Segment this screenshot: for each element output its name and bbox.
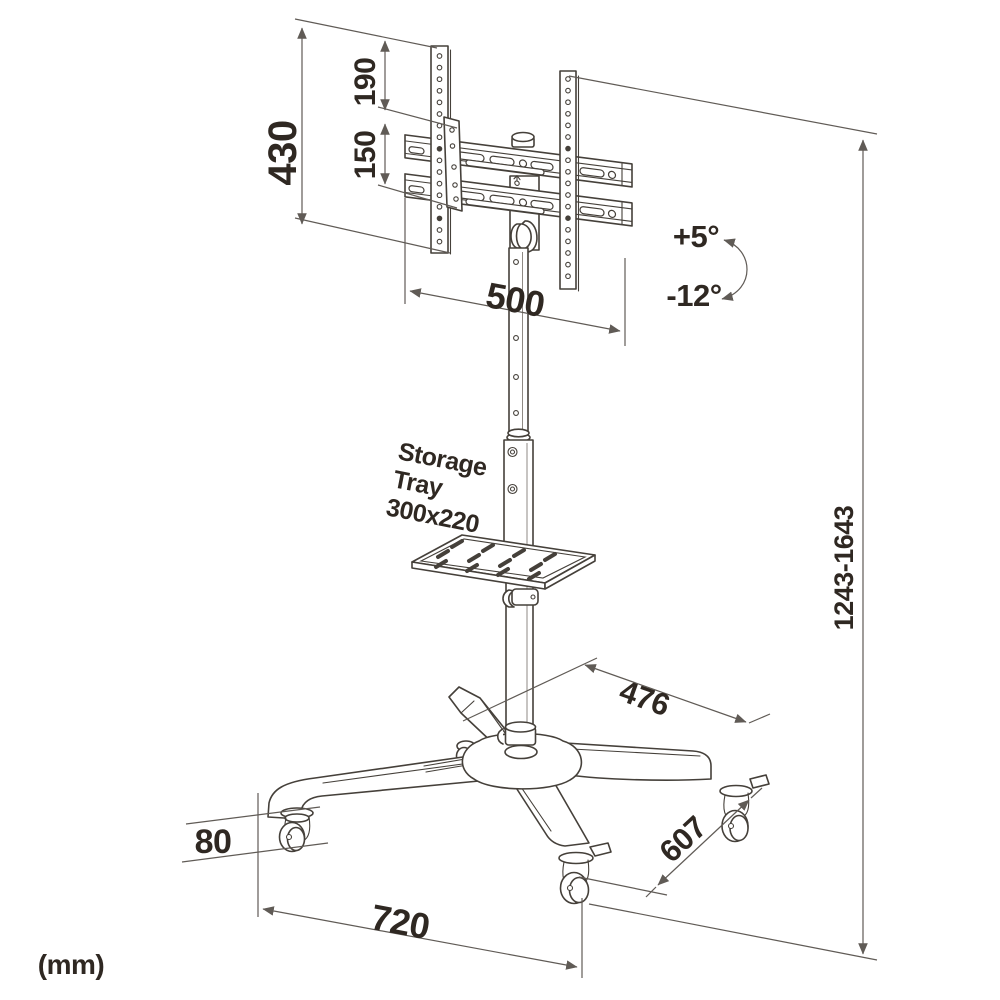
label-tilt-down: -12°: [666, 278, 721, 313]
ext-line: [294, 217, 451, 254]
base-hub: [461, 732, 583, 790]
tilt-arc: [721, 238, 748, 301]
leader-line: [181, 842, 329, 863]
leg-front: [512, 776, 590, 847]
caster-right: [719, 774, 770, 843]
ext-line: [377, 184, 458, 209]
hub-collar: [496, 721, 537, 746]
tilt-hinge-plate: [443, 116, 463, 212]
dim-line-476: [584, 664, 747, 723]
dim-line-607: [657, 799, 750, 886]
ext-line: [294, 18, 438, 49]
label-top-offset: 190: [349, 58, 382, 107]
dim-line-500: [409, 288, 621, 334]
label-bracket-width: 500: [483, 274, 548, 325]
ext-line: [462, 657, 598, 722]
label-base-width: 720: [368, 896, 433, 947]
caster-front: [558, 842, 612, 905]
ext-line: [578, 876, 668, 896]
ext-line: [377, 106, 458, 129]
label-bracket-height: 430: [261, 120, 305, 185]
label-caster-size: 80: [195, 823, 232, 861]
tray-slots: [434, 539, 557, 581]
base-assembly: [267, 686, 770, 905]
dimension-lines: [181, 18, 878, 978]
ext-line: [750, 787, 763, 799]
tilt-knob: [511, 131, 535, 148]
ext-line: [748, 713, 771, 724]
leader-line: [185, 806, 321, 825]
dim-line-720: [262, 906, 578, 970]
label-base-side: 476: [615, 673, 674, 723]
ext-line: [568, 75, 878, 135]
outer-tube: [503, 439, 534, 553]
label-base-diagonal: 607: [653, 809, 714, 869]
label-overall-height: 1243-1643: [829, 505, 859, 630]
caster-front-left: [278, 807, 314, 853]
tv-mount-bracket: [404, 45, 633, 292]
ext-line: [588, 903, 878, 961]
label-plate-height: 150: [349, 131, 382, 180]
vesa-rail-right: [559, 70, 580, 292]
pole-clamp: [502, 588, 539, 608]
label-tilt-up: +5°: [673, 219, 719, 254]
label-units: (mm): [38, 949, 104, 980]
leg-right: [564, 742, 712, 782]
inner-tube: [508, 247, 529, 437]
storage-tray: [411, 534, 596, 608]
